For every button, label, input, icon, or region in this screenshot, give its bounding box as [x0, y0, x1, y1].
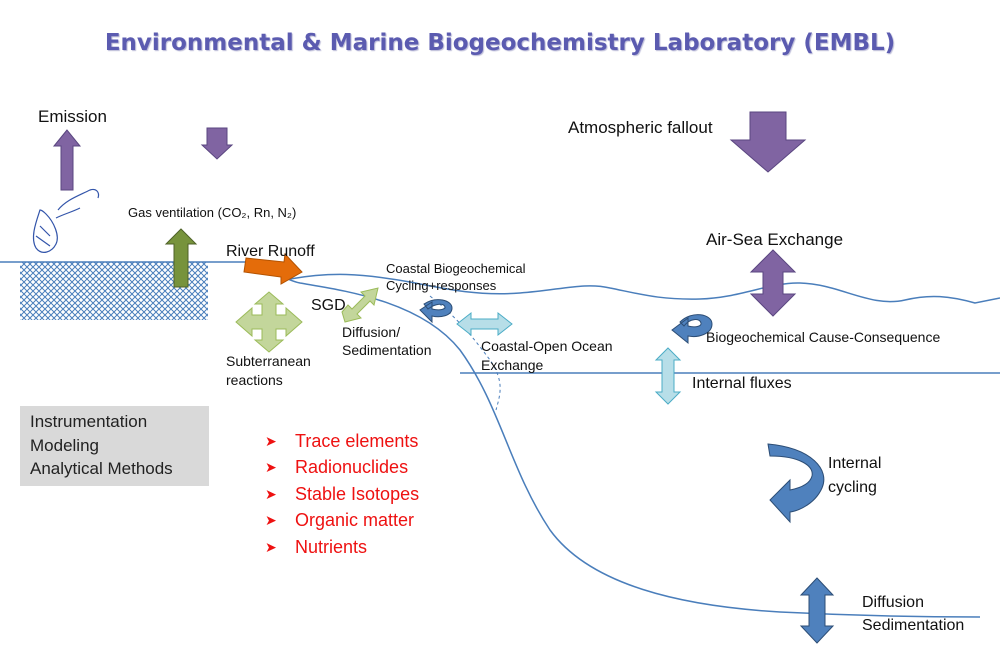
bgc-cause-consequence-label: Biogeochemical Cause-Consequence — [706, 329, 941, 345]
list-item: ➤ Organic matter — [265, 508, 419, 535]
bullet-arrow-icon: ➤ — [265, 485, 277, 502]
bottom-sedimentation-label: Sedimentation — [862, 617, 965, 634]
topic-label: Nutrients — [295, 536, 368, 557]
subterranean-reactions-arrow-icon — [235, 291, 303, 353]
coastal-open-exchange-arrow-icon — [456, 311, 513, 337]
diffusion-label: Diffusion/ — [342, 324, 401, 340]
reactions-label: reactions — [226, 372, 283, 388]
bullet-arrow-icon: ➤ — [265, 512, 277, 529]
methods-item: Instrumentation — [30, 412, 148, 431]
emission-arrow-icon — [52, 129, 82, 191]
methods-item: Analytical Methods — [30, 459, 173, 478]
list-item: ➤ Trace elements — [265, 428, 419, 455]
air-sea-exchange-label: Air-Sea Exchange — [706, 230, 844, 249]
gas-ventilation-arrow-icon — [164, 228, 198, 288]
emission-label: Emission — [38, 107, 107, 126]
internal-label: Internal — [828, 455, 882, 472]
list-item: ➤ Radionuclides — [265, 455, 419, 482]
bgc-cause-curl-icon — [671, 314, 713, 345]
topics-list: ➤ Trace elements ➤ Radionuclides ➤ Stable I… — [265, 428, 419, 561]
topic-label: Organic matter — [295, 510, 415, 531]
cycling-responses-label: Cycling+responses — [386, 278, 497, 293]
river-runoff-arrow-icon — [243, 252, 303, 285]
cycling-label: cycling — [828, 479, 877, 496]
exchange-label: Exchange — [481, 357, 544, 373]
internal-fluxes-arrow-icon — [654, 347, 682, 405]
methods-item: Modeling — [30, 436, 99, 455]
sedimentation-label: Sedimentation — [342, 342, 432, 358]
topic-label: Stable Isotopes — [295, 483, 420, 504]
river-runoff-label: River Runoff — [226, 243, 315, 260]
internal-cycling-curl-icon — [767, 443, 825, 524]
deposition-arrow-icon — [200, 127, 234, 160]
methods-box: Instrumentation Modeling Analytical Meth… — [20, 406, 209, 486]
gas-ventilation-label: Gas ventilation (CO₂, Rn, N₂) — [128, 205, 297, 220]
subterranean-label: Subterranean — [226, 353, 311, 369]
sea-surface-line — [289, 273, 1000, 304]
topic-label: Trace elements — [295, 430, 419, 451]
atmospheric-fallout-label: Atmospheric fallout — [568, 118, 713, 137]
bullet-arrow-icon: ➤ — [265, 538, 277, 555]
list-item: ➤ Stable Isotopes — [265, 481, 419, 508]
person-icon — [32, 188, 100, 253]
bullet-arrow-icon: ➤ — [265, 432, 277, 449]
topic-label: Radionuclides — [295, 457, 409, 478]
bullet-arrow-icon: ➤ — [265, 459, 277, 476]
bottom-exchange-arrow-icon — [799, 577, 835, 644]
coastal-open-ocean-label: Coastal-Open Ocean — [481, 338, 613, 354]
list-item: ➤ Nutrients — [265, 534, 419, 561]
coastal-biogeochemical-label: Coastal Biogeochemical — [386, 261, 526, 276]
diagram-title: Environmental & Marine Biogeochemistry L… — [104, 30, 896, 56]
coastal-cycling-curl-icon — [419, 299, 453, 324]
air-sea-exchange-arrow-icon — [749, 249, 797, 317]
atmospheric-fallout-arrow-icon — [729, 111, 807, 173]
bottom-diffusion-label: Diffusion — [862, 594, 924, 611]
sgd-label: SGD — [311, 297, 346, 314]
diffusion-sedimentation-arrow-icon — [341, 287, 379, 323]
internal-fluxes-label: Internal fluxes — [692, 375, 792, 392]
